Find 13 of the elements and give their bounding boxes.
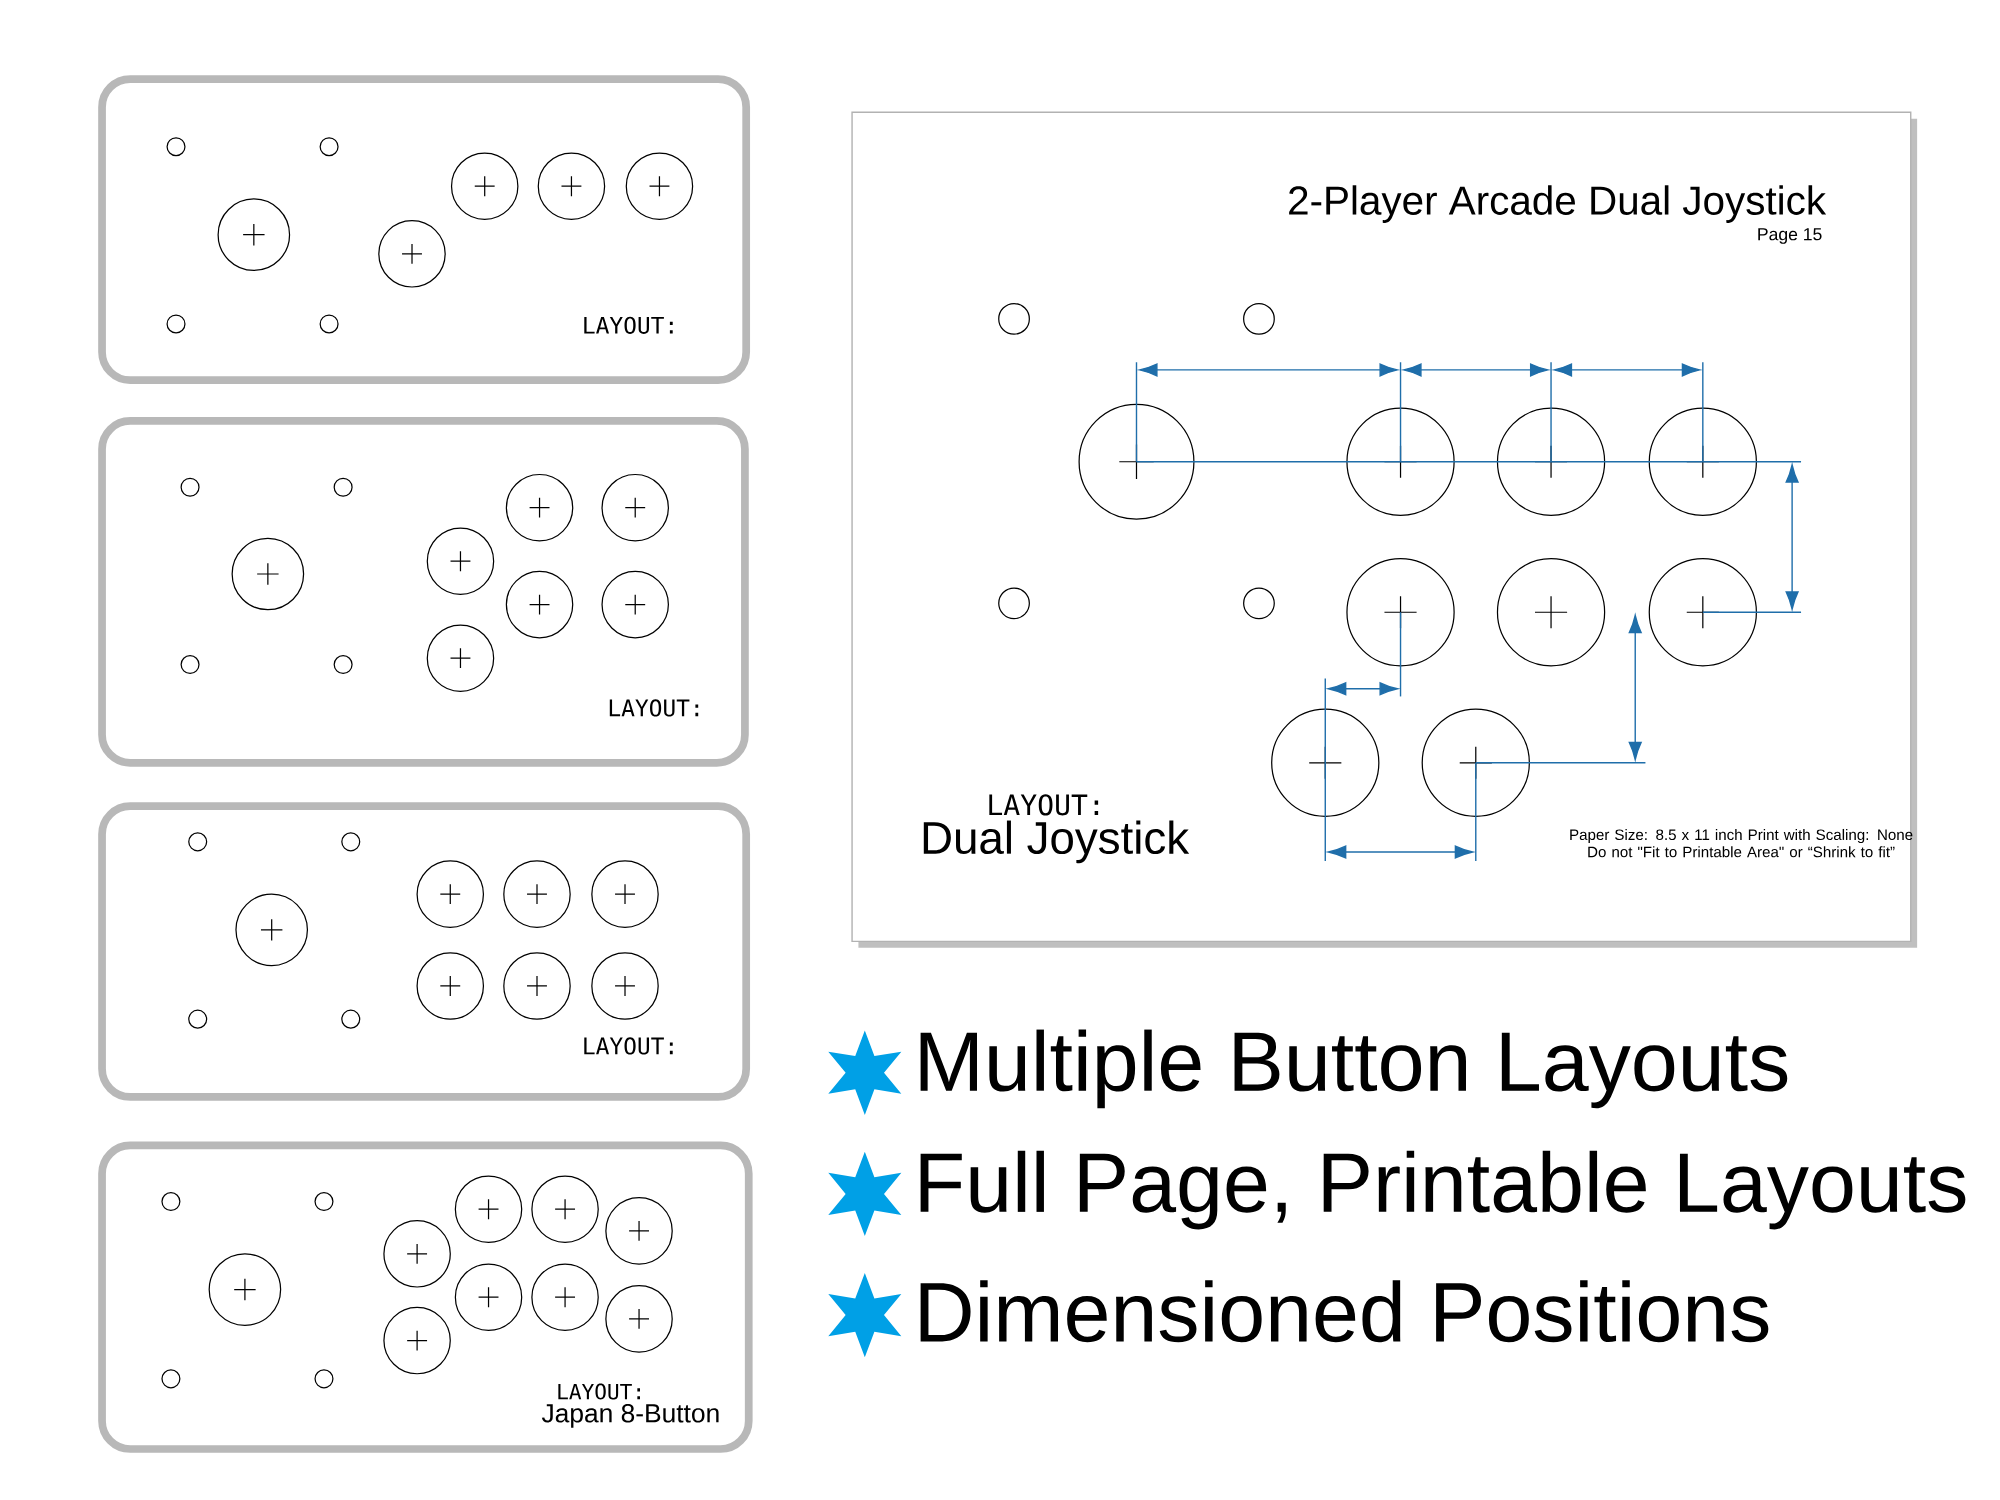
layout-label: LAYOUT: (609, 699, 699, 717)
layout-label: LAYOUT: (584, 316, 673, 334)
layout-label: LAYOUT: (989, 794, 1099, 816)
layout-label: LAYOUT: (558, 1383, 640, 1400)
layout-label: LAYOUT: (584, 1037, 673, 1055)
feature-text: Full Page, Printable Layouts (920, 1150, 1966, 1230)
page-number: Page 15 (1758, 228, 1822, 244)
layout-name: Japan 8-Button (541, 1403, 719, 1428)
feature-text: Multiple Button Layouts (920, 1029, 1788, 1109)
print-note: Paper Size: 8.5 x 11 inch Print with Scaling: None Do not "Fit to Printable Area" or “Shrink to fit” (1570, 828, 1913, 858)
layout-name: Dual Joystick (923, 820, 1190, 864)
page-title: 2-Player Arcade Dual Joystick (1289, 185, 1827, 223)
feature-text: Dimensioned Positions (920, 1280, 1769, 1343)
